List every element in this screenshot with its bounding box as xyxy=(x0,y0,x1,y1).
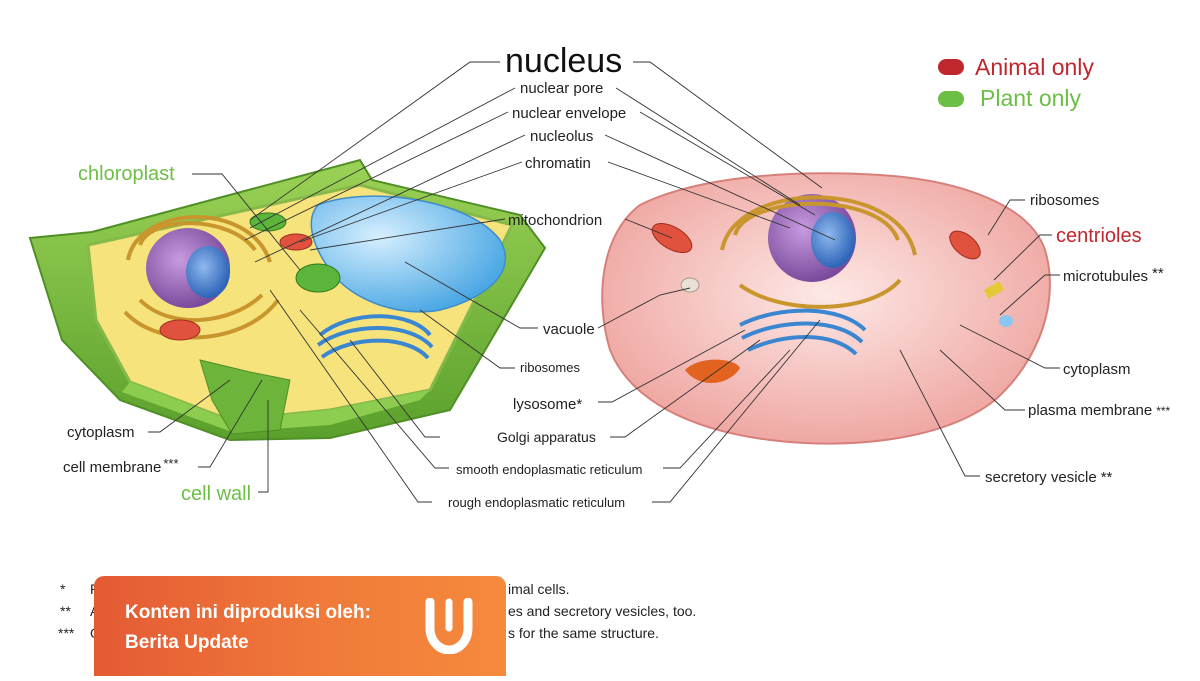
legend-plant-only: Plant only xyxy=(980,85,1082,111)
animal-mitochondrion xyxy=(949,230,981,260)
animal-golgi xyxy=(739,308,867,356)
animal-secretory-vesicle xyxy=(685,359,740,383)
label-chromatin: chromatin xyxy=(525,155,591,172)
label-smooth-er: smooth endoplasmatic reticulum xyxy=(456,462,642,477)
label-ribosomes-animal: ribosomes xyxy=(1030,192,1099,209)
footnote-mark-3: *** xyxy=(58,625,75,641)
banner-line-1: Konten ini diproduksi oleh: xyxy=(125,602,371,623)
plant-chloroplast xyxy=(295,263,341,293)
label-lysosome: lysosome* xyxy=(513,396,582,413)
animal-cell xyxy=(601,172,1051,445)
leader-lines xyxy=(148,61,1060,503)
footnote-text-2: es and secretory vesicles, too. xyxy=(508,603,696,619)
animal-nucleolus xyxy=(811,212,855,268)
plant-mitochondrion xyxy=(159,319,201,341)
animal-centriole xyxy=(983,281,1005,299)
sponsor-banner[interactable]: Konten ini diproduksi oleh: Berita Updat… xyxy=(94,576,506,676)
plant-rough-er xyxy=(123,215,280,340)
animal-vesicle xyxy=(999,315,1013,327)
label-chloroplast: chloroplast xyxy=(78,163,175,185)
plant-inner-floor xyxy=(122,382,430,432)
label-golgi-apparatus: Golgi apparatus xyxy=(497,429,596,445)
footnote-text-1: imal cells. xyxy=(508,581,569,597)
kumparan-u-logo-icon xyxy=(425,598,473,654)
legend-swatch-plant xyxy=(938,91,964,107)
plant-golgi xyxy=(316,314,434,360)
label-plasma-membrane: plasma membrane*** xyxy=(1028,402,1171,419)
animal-lysosome xyxy=(680,277,700,293)
footnote-mark-1: * xyxy=(60,581,66,597)
plant-vacuole xyxy=(310,195,507,313)
legend: Animal only Plant only xyxy=(938,54,1094,111)
footnotes: * Pl imal cells. ** A es and secretory v… xyxy=(58,581,696,641)
legend-animal-only: Animal only xyxy=(975,54,1094,80)
plant-wall-front xyxy=(199,359,291,435)
label-nucleus: nucleus xyxy=(505,42,622,80)
plant-nucleolus xyxy=(186,246,230,298)
label-vacuole: vacuole xyxy=(543,321,595,338)
label-cytoplasm-animal: cytoplasm xyxy=(1063,361,1131,378)
label-nuclear-envelope: nuclear envelope xyxy=(512,105,626,122)
label-microtubules: microtubules** xyxy=(1063,265,1164,285)
label-cell-membrane: cell membrane*** xyxy=(63,456,179,476)
footnote-mark-2: ** xyxy=(60,603,71,619)
plant-cell xyxy=(28,158,547,442)
label-nuclear-pore: nuclear pore xyxy=(520,80,603,97)
label-secretory-vesicle: secretory vesicle** xyxy=(985,469,1113,486)
label-cytoplasm-plant: cytoplasm xyxy=(67,424,135,441)
label-rough-er: rough endoplasmatic reticulum xyxy=(448,495,625,510)
label-cell-wall: cell wall xyxy=(181,483,251,505)
label-centrioles: centrioles xyxy=(1056,225,1142,247)
label-ribosomes-plant: ribosomes xyxy=(520,360,580,375)
banner-line-2: Berita Update xyxy=(125,632,249,653)
label-mitochondrion: mitochondrion xyxy=(508,212,602,229)
footnote-text-3: s for the same structure. xyxy=(508,625,659,641)
label-nucleolus: nucleolus xyxy=(530,128,593,145)
animal-rough-er xyxy=(720,195,917,309)
legend-swatch-animal xyxy=(938,59,964,75)
